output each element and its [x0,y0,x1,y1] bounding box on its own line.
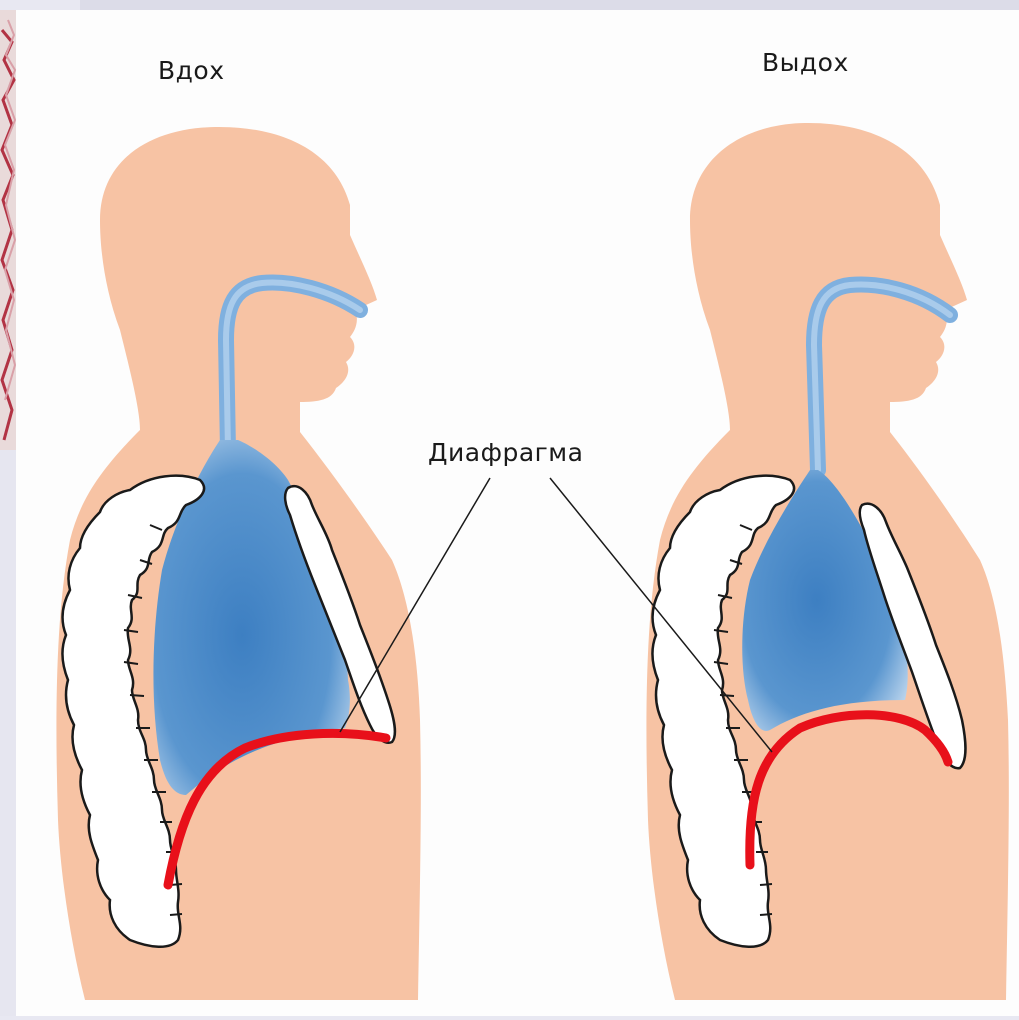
top-bar [80,0,1019,10]
left-decorative-strip [0,10,16,1016]
inhale-label: Вдох [158,56,225,85]
diaphragm-label: Диафрагма [428,438,583,467]
exhale-label: Выдох [762,48,849,77]
